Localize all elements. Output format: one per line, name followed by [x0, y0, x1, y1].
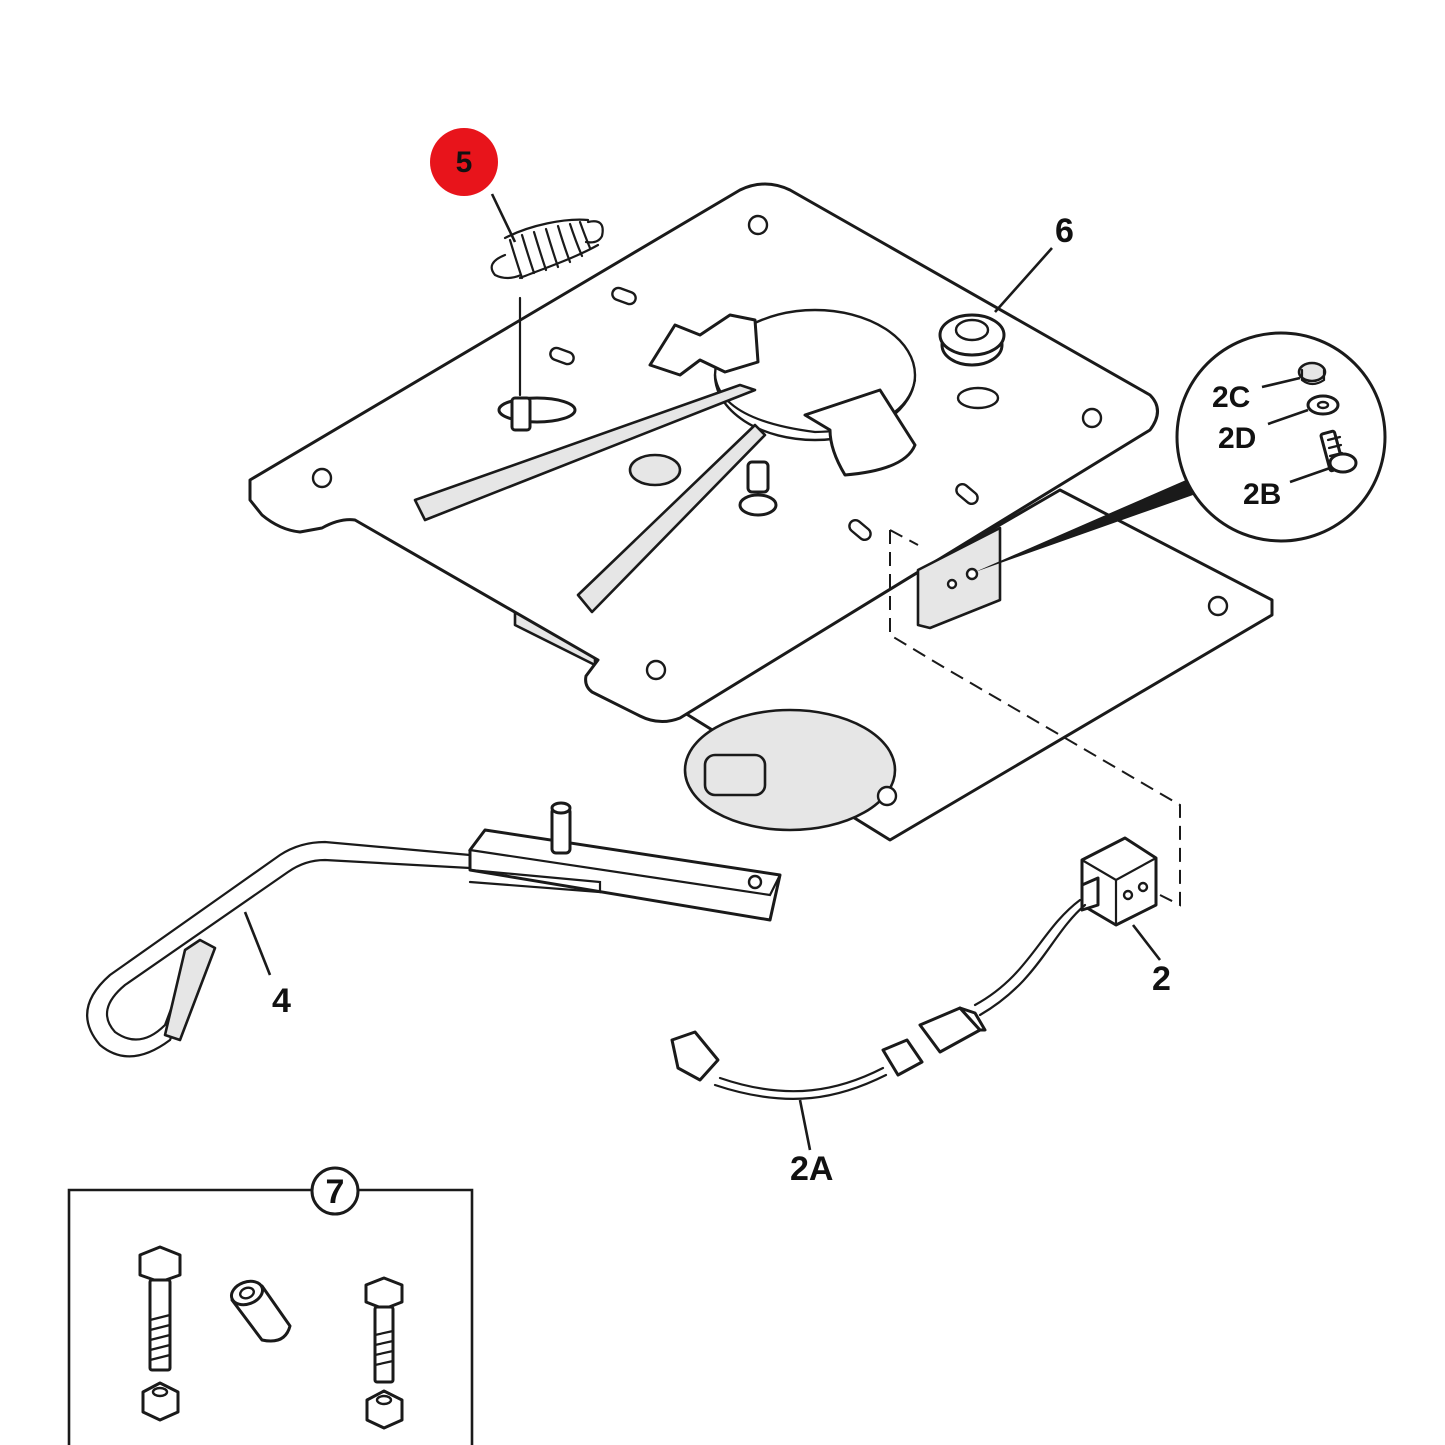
seat-switch-part: 2 2A: [670, 836, 1171, 1188]
swivel-base-plate: [678, 488, 1274, 842]
callout-2: 2: [1152, 960, 1171, 998]
callout-4: 4: [272, 982, 291, 1020]
callout-2d: 2D: [1218, 422, 1256, 455]
callout-5-highlight: [430, 128, 498, 196]
hardware-kit-box: 7: [67, 1166, 474, 1445]
seat-mounting-plate: [248, 182, 1159, 723]
hardware-detail-bubble: 2C 2D 2B: [975, 331, 1387, 572]
callout-2b: 2B: [1243, 478, 1281, 511]
callout-6: 6: [1055, 212, 1074, 250]
spring-part: 5: [430, 128, 604, 397]
callout-2c: 2C: [1212, 381, 1250, 414]
assembly-dash-line: [889, 529, 1181, 907]
callout-2a: 2A: [790, 1150, 833, 1188]
release-handle-part: 4: [86, 801, 782, 1058]
callout-7: 7: [326, 1173, 345, 1211]
grommet-part: 6: [938, 212, 1074, 367]
callout-5: 5: [456, 146, 473, 179]
